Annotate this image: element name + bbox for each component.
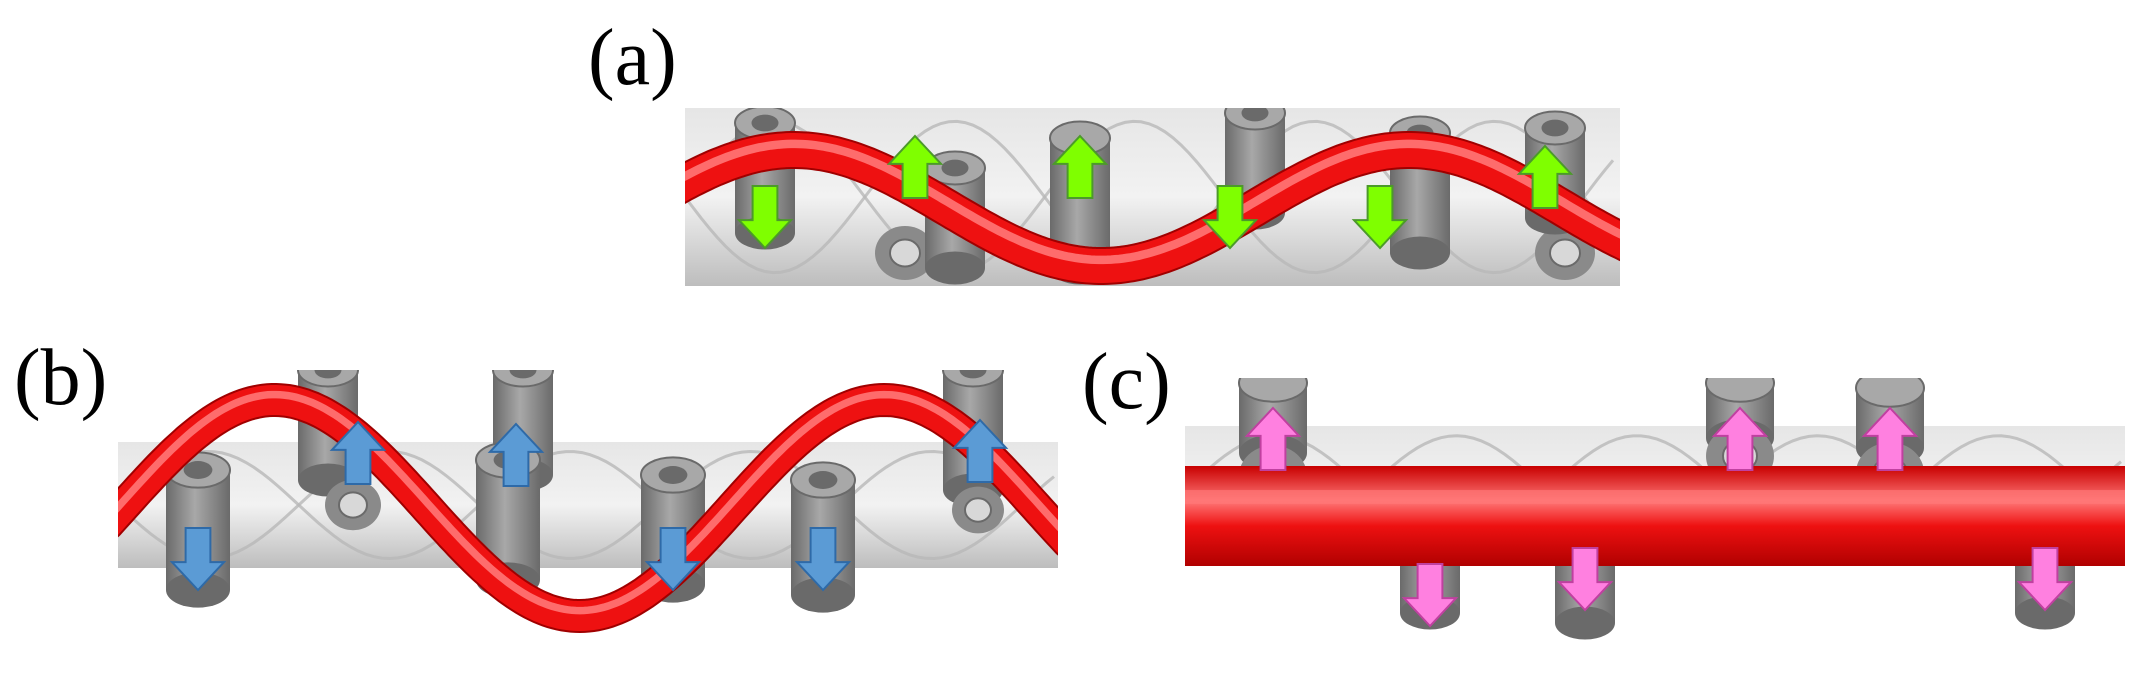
arrow-up-icon — [1051, 134, 1109, 199]
arrow-down-icon — [794, 527, 852, 592]
panel-label-c: (c) — [1082, 338, 1171, 426]
panel-b-illustration — [118, 370, 1058, 634]
arrow-down-icon — [1201, 185, 1259, 250]
panel-label-a: (a) — [588, 14, 677, 102]
arrow-down-icon — [736, 185, 794, 250]
post-ring-end — [325, 479, 381, 531]
arrow-up-icon — [1516, 144, 1574, 209]
red-wire — [1185, 466, 2125, 566]
arrow-down-icon — [1401, 563, 1459, 628]
arrow-down-icon — [1351, 185, 1409, 250]
panel-a-illustration — [685, 108, 1620, 286]
arrow-up-icon — [1244, 406, 1302, 471]
arrow-up-icon — [329, 420, 387, 485]
arrow-up-icon — [1861, 406, 1919, 471]
arrow-up-icon — [487, 422, 545, 487]
arrow-down-icon — [2016, 547, 2074, 612]
arrow-up-icon — [1711, 406, 1769, 471]
arrow-down-icon — [169, 527, 227, 592]
red-wire — [685, 131, 1620, 285]
panel-label-b: (b) — [14, 334, 108, 422]
panel-c-illustration — [1185, 378, 2125, 640]
arrow-up-icon — [951, 418, 1009, 483]
post-ring-end — [952, 486, 1004, 534]
arrow-down-icon — [1556, 547, 1614, 612]
red-wire — [118, 382, 1058, 634]
post-ring-end — [875, 226, 935, 280]
twisted-strand-background — [118, 442, 1058, 568]
arrow-down-icon — [644, 527, 702, 592]
arrow-up-icon — [886, 134, 944, 199]
